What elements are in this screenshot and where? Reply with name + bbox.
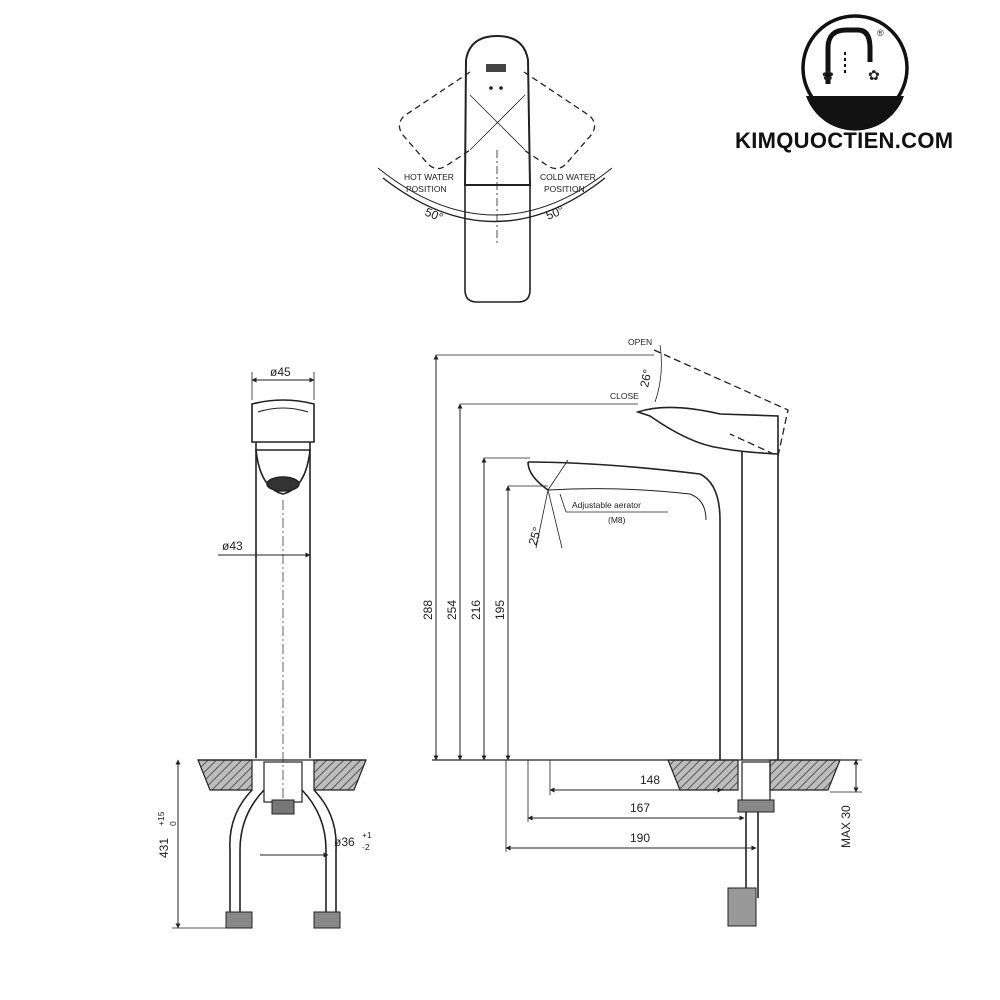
side-view	[432, 344, 862, 927]
top-view-labels: HOT WATER POSITION 50° COLD WATER POSITI…	[404, 172, 596, 225]
side-view-labels: OPEN CLOSE 26° Adjustable aerator (M8) 2…	[421, 337, 853, 848]
cold-flower-icon: ✿	[868, 67, 880, 83]
brand-name: KIMQUOCTIEN.COM	[735, 128, 954, 153]
svg-text:(M8): (M8)	[608, 515, 626, 525]
front-view	[172, 372, 367, 929]
svg-text:COLD WATER: COLD WATER	[540, 172, 596, 182]
height-288: 288	[421, 600, 435, 620]
hot-flower-icon: ✿	[822, 67, 834, 83]
svg-text:HOT WATER: HOT WATER	[404, 172, 454, 182]
front-view-labels: ø45 ø43 ø36 +1 -2 431 +15 0	[156, 365, 372, 858]
svg-text:OPEN: OPEN	[628, 337, 652, 347]
height-216: 216	[469, 600, 483, 620]
brand-logo: ✿ ✿ ®	[801, 14, 909, 131]
svg-text:ø45: ø45	[270, 365, 291, 379]
reach-148: 148	[640, 773, 660, 787]
svg-text:POSITION: POSITION	[406, 184, 447, 194]
svg-text:ø43: ø43	[222, 539, 243, 553]
svg-text:50°: 50°	[544, 203, 566, 223]
svg-text:50°: 50°	[423, 205, 445, 225]
svg-text:Adjustable aerator: Adjustable aerator	[572, 500, 641, 510]
svg-text:ø36: ø36	[334, 835, 355, 849]
deck-thickness: MAX 30	[839, 805, 853, 848]
svg-text:26°: 26°	[637, 368, 655, 389]
height-195: 195	[493, 600, 507, 620]
svg-text:+15: +15	[156, 811, 166, 826]
height-254: 254	[445, 600, 459, 620]
svg-text:+1: +1	[362, 830, 372, 840]
registered-mark: ®	[877, 28, 884, 38]
svg-text:25°: 25°	[526, 525, 545, 547]
svg-text:0: 0	[168, 821, 178, 826]
reach-167: 167	[630, 801, 650, 815]
reach-190: 190	[630, 831, 650, 845]
faucet-icon	[825, 27, 873, 84]
top-view	[377, 34, 613, 303]
svg-text:CLOSE: CLOSE	[610, 391, 639, 401]
svg-text:-2: -2	[362, 842, 370, 852]
svg-text:431: 431	[157, 838, 171, 858]
svg-text:POSITION: POSITION	[544, 184, 585, 194]
